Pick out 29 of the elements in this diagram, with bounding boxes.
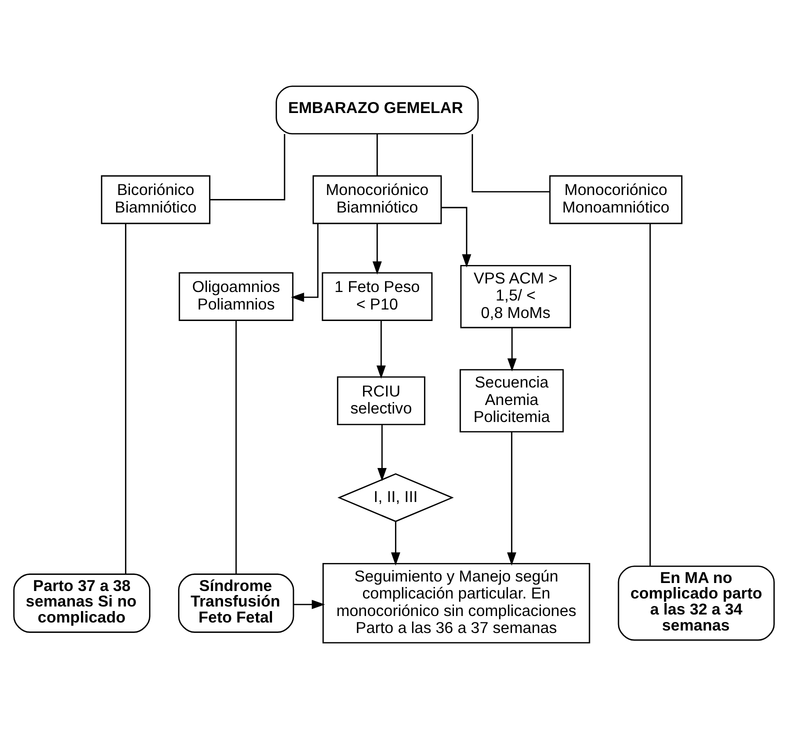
connector	[125, 224, 126, 574]
node-box: EMBARAZO GEMELAR	[276, 86, 479, 134]
node-box: En MA no complicado parto a las 32 a 34 semanas	[618, 566, 775, 641]
node-box: VPS ACM > 1,5/ < 0,8 MoMs	[460, 264, 572, 328]
node-box: Seguimiento y Manejo según complicación particular. En monocoriónico sin complicaciones Parto a las 36 a 37 semanas	[322, 562, 590, 644]
connector	[472, 134, 550, 192]
arrow	[294, 600, 325, 610]
arrow	[507, 432, 516, 566]
node-box: Monocoriónico Biamniótico	[312, 175, 442, 224]
node-box: Parto 37 a 38 semanas Si no complicado	[13, 574, 150, 633]
connector	[235, 320, 237, 574]
node-box: 1 Feto Peso < P10	[322, 272, 433, 321]
arrow	[441, 206, 472, 268]
arrow	[376, 320, 386, 379]
arrow	[372, 224, 382, 275]
arrow	[507, 328, 517, 372]
connector	[649, 224, 651, 566]
node-box: Monocoriónico Monoamniótico	[549, 175, 682, 224]
arrow	[377, 424, 387, 482]
node-diamond: I, II, III	[337, 473, 454, 522]
node-box: Síndrome Transfusión Feto Fetal	[178, 574, 294, 633]
node-box: Bicoriónico Biamniótico	[100, 175, 210, 224]
node-box: RCIU selectivo	[336, 376, 426, 426]
arrow	[290, 224, 319, 302]
arrow	[391, 522, 400, 566]
node-box: Oligoamnios Poliamnios	[178, 272, 294, 321]
connector	[210, 134, 286, 200]
connector	[376, 134, 378, 176]
node-box: Secuencia Anemia Policitemia	[460, 369, 564, 432]
